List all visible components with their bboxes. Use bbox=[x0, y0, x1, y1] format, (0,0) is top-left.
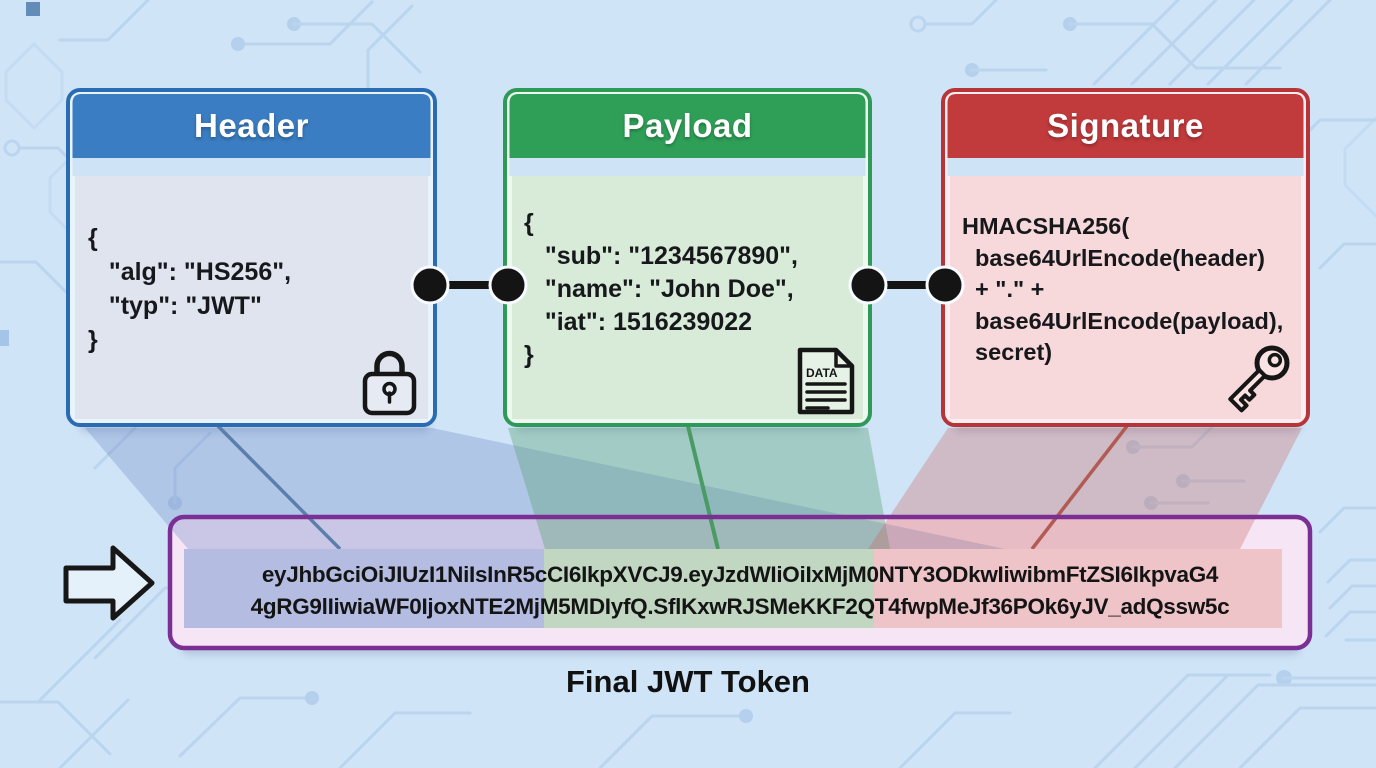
signature-box bbox=[941, 88, 1310, 427]
dot-header-payload-right bbox=[488, 265, 528, 305]
signature-title-bar bbox=[947, 94, 1304, 158]
payload-title-bar bbox=[509, 94, 866, 158]
header-json-code: { "alg": "HS256", "typ": "JWT" } bbox=[88, 224, 292, 354]
payload-json-code: { "sub": "1234567890", "name": "John Doe… bbox=[524, 209, 798, 369]
signature-connector-line bbox=[1030, 424, 1129, 551]
lock-icon bbox=[362, 350, 417, 416]
arrow-right-icon bbox=[63, 545, 155, 621]
final-jwt-token-caption: Final JWT Token bbox=[566, 664, 810, 699]
token-string-line-2: 4gRG9lIiwiaWF0IjoxNTE2MjM5MDIyfQ.SflKxwR… bbox=[250, 594, 1230, 619]
dot-payload-signature-right bbox=[925, 265, 965, 305]
token-payload-segment bbox=[544, 549, 874, 628]
payload-gap-strip bbox=[509, 158, 866, 176]
header-box-title: Header bbox=[194, 107, 309, 144]
data-icon-label: DATA bbox=[806, 366, 838, 380]
token-bar-border bbox=[167, 514, 1313, 651]
payload-box: DATA bbox=[503, 88, 872, 427]
header-box bbox=[66, 88, 437, 427]
connection-beams bbox=[85, 424, 1302, 551]
signature-formula-code: HMACSHA256( base64UrlEncode(header) + ".… bbox=[962, 213, 1284, 365]
token-string-line-1: eyJhbGciOiJIUzI1NiIsInR5cCI6IkpXVCJ9.eyJ… bbox=[261, 562, 1219, 587]
signature-body bbox=[950, 176, 1301, 419]
payload-box-title: Payload bbox=[622, 107, 753, 144]
token-segments bbox=[184, 549, 1282, 628]
dot-header-payload-left bbox=[410, 265, 450, 305]
token-header-segment bbox=[184, 549, 544, 628]
header-gap-strip bbox=[72, 158, 431, 176]
dot-payload-signature-left bbox=[848, 265, 888, 305]
signature-box-title: Signature bbox=[1047, 107, 1204, 144]
payload-connector-line bbox=[686, 425, 720, 550]
key-icon bbox=[1228, 345, 1290, 413]
data-document-icon: DATA bbox=[797, 347, 855, 415]
header-title-bar bbox=[72, 94, 431, 158]
header-connector-line bbox=[216, 424, 342, 551]
payload-beam bbox=[508, 428, 890, 549]
connector-dots bbox=[410, 265, 965, 305]
token-signature-segment bbox=[874, 549, 1282, 628]
signature-gap-strip bbox=[947, 158, 1304, 176]
